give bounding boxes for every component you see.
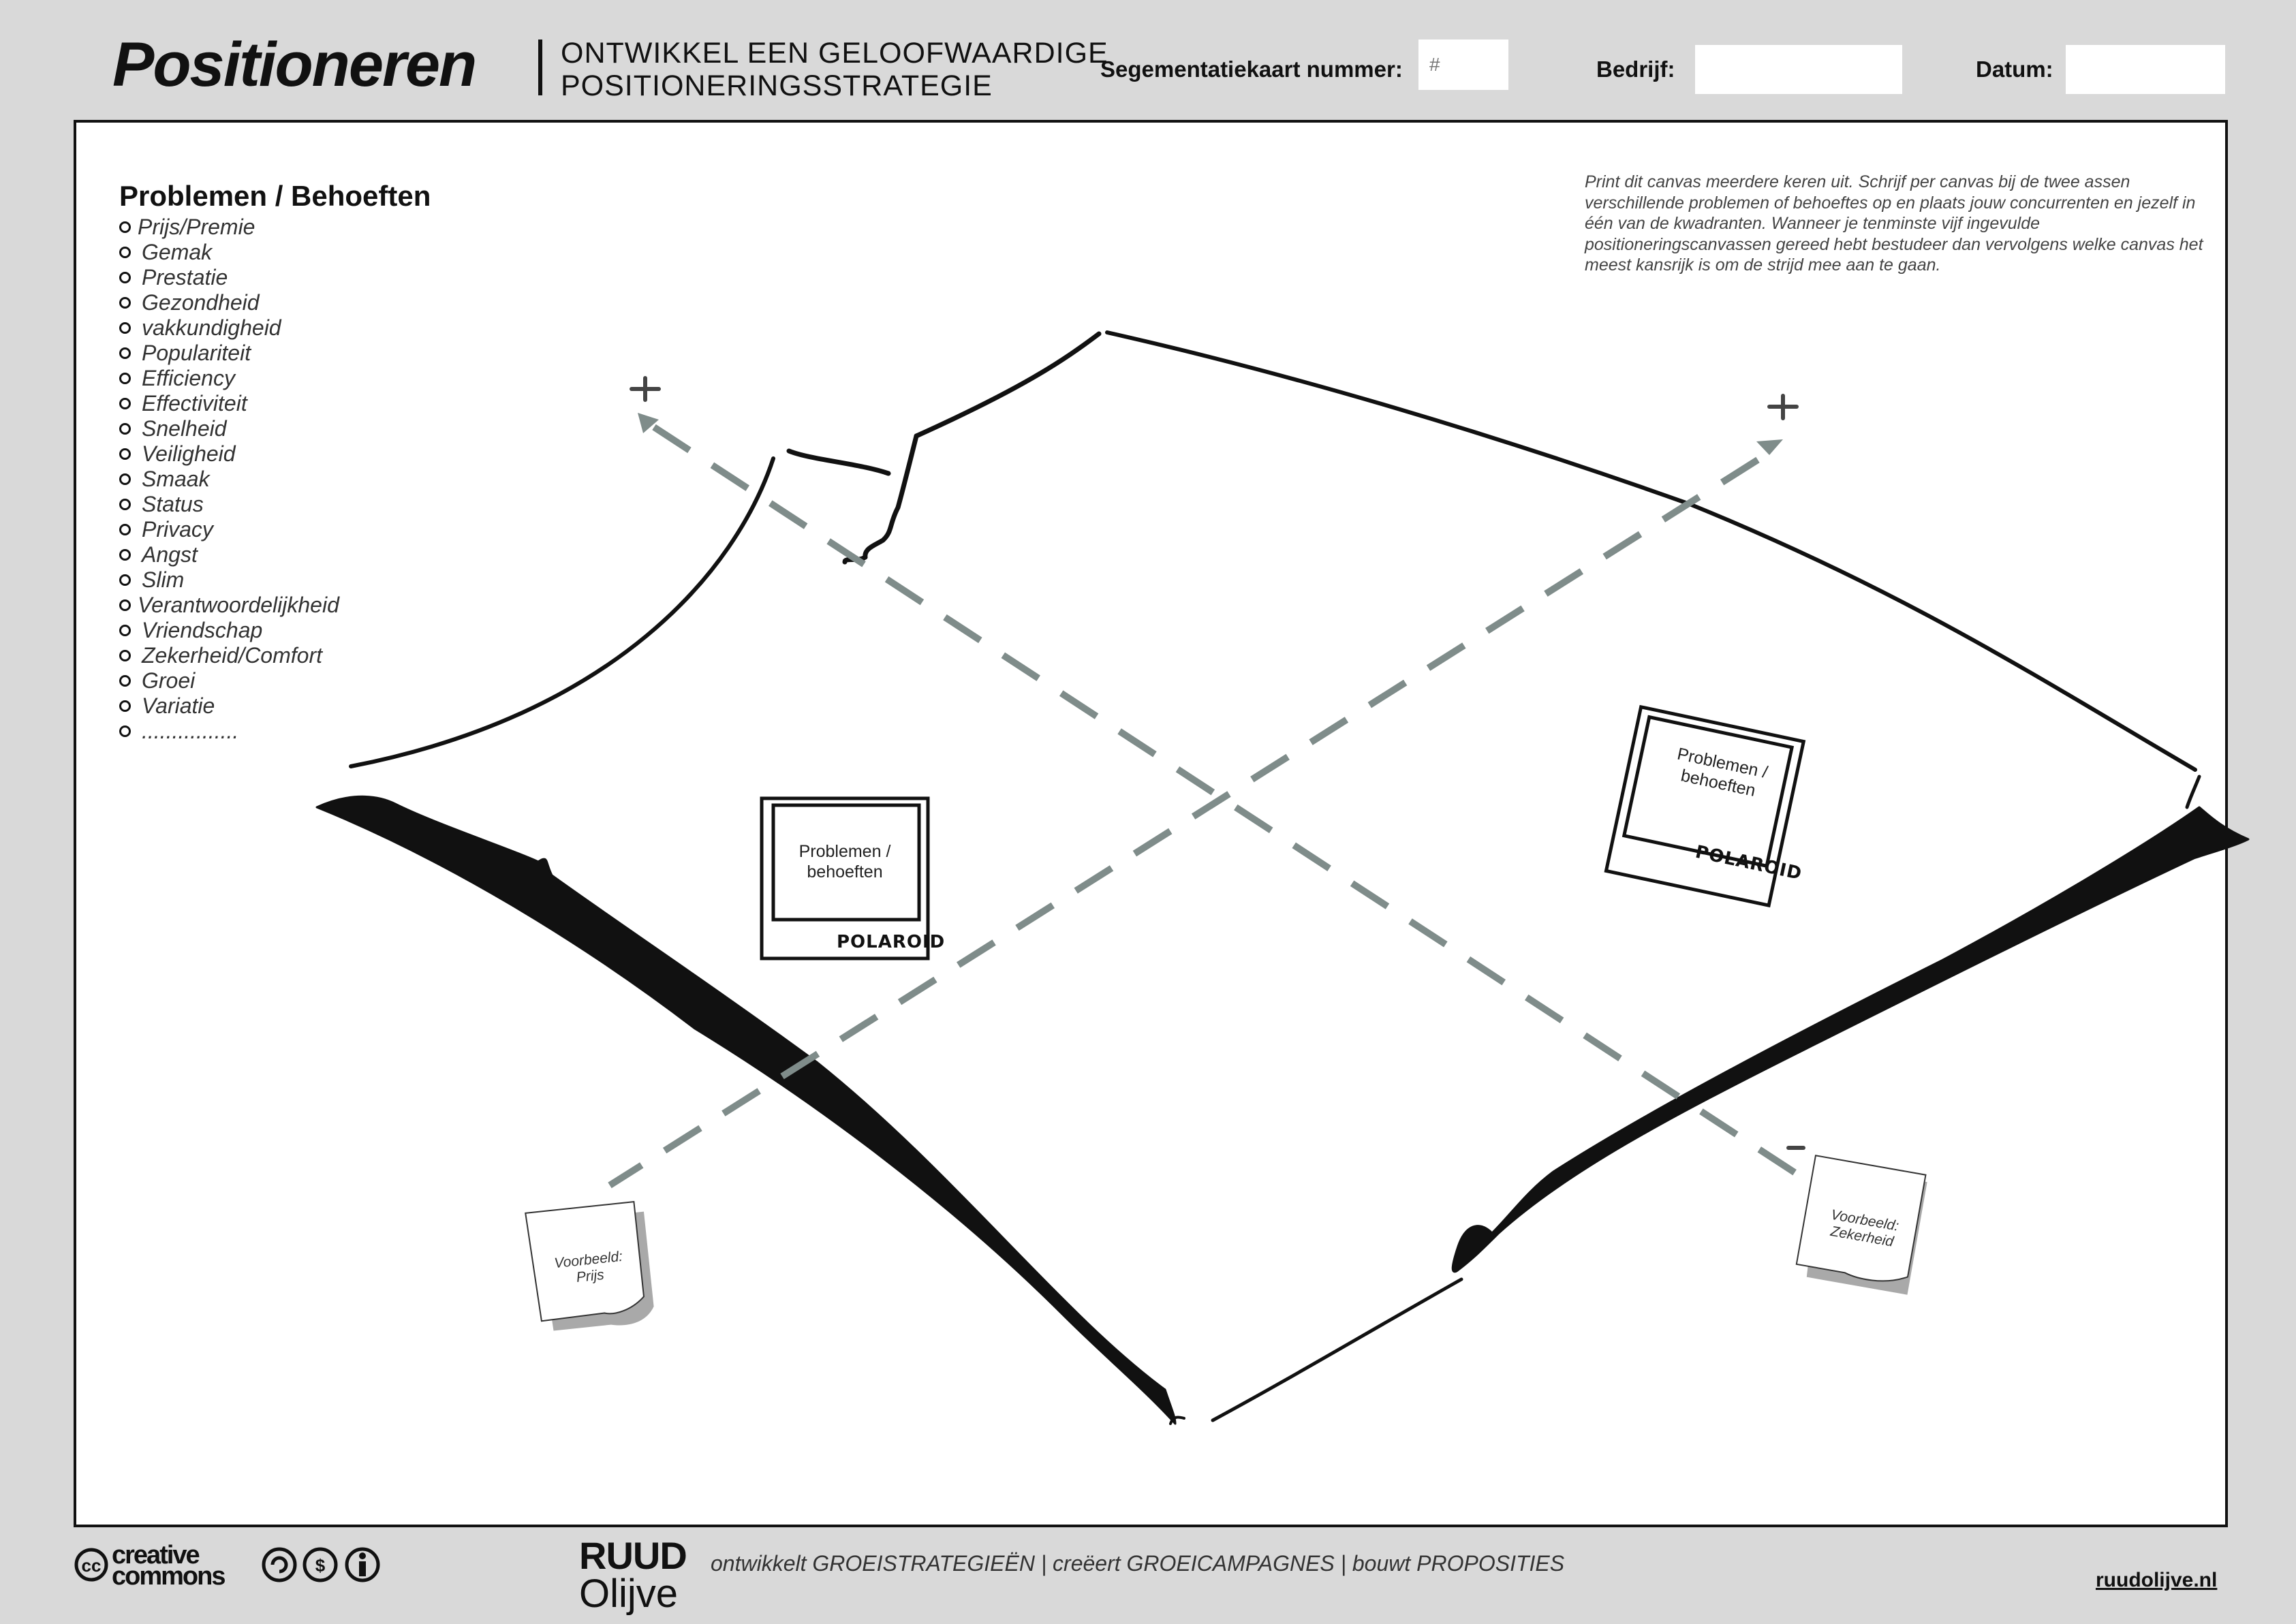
polaroid-card-left — [760, 796, 930, 961]
circle-bullet-icon — [119, 272, 131, 283]
circle-bullet-icon — [119, 650, 131, 661]
company-field[interactable] — [1695, 45, 1902, 94]
positioning-axes — [608, 424, 1801, 1189]
date-label: Datum: — [1976, 57, 2053, 82]
list-item: Gezondheid — [119, 290, 339, 315]
list-item: vakkundigheid — [119, 315, 339, 341]
circle-bullet-icon — [119, 423, 131, 435]
non-commercial-icon — [302, 1547, 338, 1582]
company-label: Bedrijf: — [1596, 57, 1675, 82]
list-item: Groei — [119, 668, 339, 693]
circle-bullet-icon — [119, 549, 131, 561]
share-alike-icon — [262, 1547, 297, 1582]
circle-bullet-icon — [119, 448, 131, 460]
list-item: Effectiviteit — [119, 391, 339, 416]
circle-bullet-icon — [119, 398, 131, 409]
page-subtitle-line1: ONTWIKKEL EEN GELOOFWAARDIGE — [561, 37, 1108, 69]
circle-bullet-icon — [119, 625, 131, 636]
circle-bullet-icon — [119, 725, 131, 737]
circle-bullet-icon — [119, 524, 131, 535]
circle-bullet-icon — [119, 221, 131, 233]
list-item: Gemak — [119, 240, 339, 265]
circle-bullet-icon — [119, 599, 131, 611]
svg-text:$: $ — [315, 1555, 326, 1576]
list-item: Slim — [119, 567, 339, 593]
polaroid-left-label: Problemen / behoeften — [798, 842, 891, 881]
circle-bullet-icon — [119, 322, 131, 334]
website-link[interactable]: ruudolijve.nl — [2096, 1569, 2218, 1591]
list-item: Veiligheid — [119, 441, 339, 467]
brand-logo-olijve: Olijve — [579, 1572, 679, 1616]
attribution-icon — [345, 1547, 380, 1582]
axis-b-arrowhead — [1756, 439, 1783, 455]
title-divider — [538, 40, 542, 95]
brush-strokes — [315, 795, 2250, 1425]
creative-commons-logo: cc creative commons $ — [74, 1541, 380, 1589]
list-item: Verantwoordelijkheid — [119, 593, 339, 618]
list-item: Privacy — [119, 517, 339, 542]
page-title: Positioneren — [112, 30, 477, 99]
circle-bullet-icon — [119, 373, 131, 384]
list-item: Snelheid — [119, 416, 339, 441]
list-item: Variatie — [119, 693, 339, 719]
segment-number-label: Segementatiekaart nummer: — [1100, 57, 1403, 82]
circle-bullet-icon — [119, 473, 131, 485]
list-item: Prijs/Premie — [119, 215, 339, 240]
list-item: ................ — [119, 719, 339, 744]
circle-bullet-icon — [119, 297, 131, 309]
circle-bullet-icon — [119, 574, 131, 586]
circle-bullet-icon — [119, 247, 131, 258]
needs-list: Prijs/Premie Gemak Prestatie Gezondheid … — [119, 215, 339, 744]
diagonal-axis-a — [652, 424, 1801, 1178]
page-subtitle-line2: POSITIONERINGSSTRATEGIE — [561, 69, 993, 102]
diagonal-axis-b — [608, 456, 1760, 1189]
footer-tagline: ontwikkelt GROEISTRATEGIEËN | creëert GR… — [711, 1551, 1565, 1576]
brand-logo-ruud: RUUD — [579, 1534, 687, 1577]
list-item: Populariteit — [119, 341, 339, 366]
polaroid-card-right — [1604, 704, 1806, 908]
date-field[interactable] — [2066, 45, 2225, 94]
circle-bullet-icon — [119, 347, 131, 359]
list-item: Status — [119, 492, 339, 517]
sticky-note-right — [1795, 1155, 1927, 1295]
axis-a-arrowhead — [638, 413, 659, 433]
list-item: Vriendschap — [119, 618, 339, 643]
instructions-text: Print dit canvas meerdere keren uit. Sch… — [1585, 172, 2203, 275]
cc-word-commons: commons — [112, 1562, 225, 1589]
sticky-note-left — [525, 1201, 654, 1331]
circle-bullet-icon — [119, 700, 131, 712]
list-item: Prestatie — [119, 265, 339, 290]
polaroid-left-brand: POLAROID — [837, 932, 946, 952]
list-item: Zekerheid/Comfort — [119, 643, 339, 668]
list-item: Smaak — [119, 467, 339, 492]
segment-number-field[interactable] — [1418, 40, 1508, 90]
list-item: Efficiency — [119, 366, 339, 391]
needs-heading: Problemen / Behoeften — [119, 180, 431, 212]
cc-word-creative: creative — [112, 1541, 200, 1570]
circle-bullet-icon — [119, 675, 131, 687]
circle-bullet-icon — [119, 499, 131, 510]
cc-icon-text: cc — [82, 1555, 102, 1576]
list-item: Angst — [119, 542, 339, 567]
cc-icon — [74, 1548, 108, 1582]
